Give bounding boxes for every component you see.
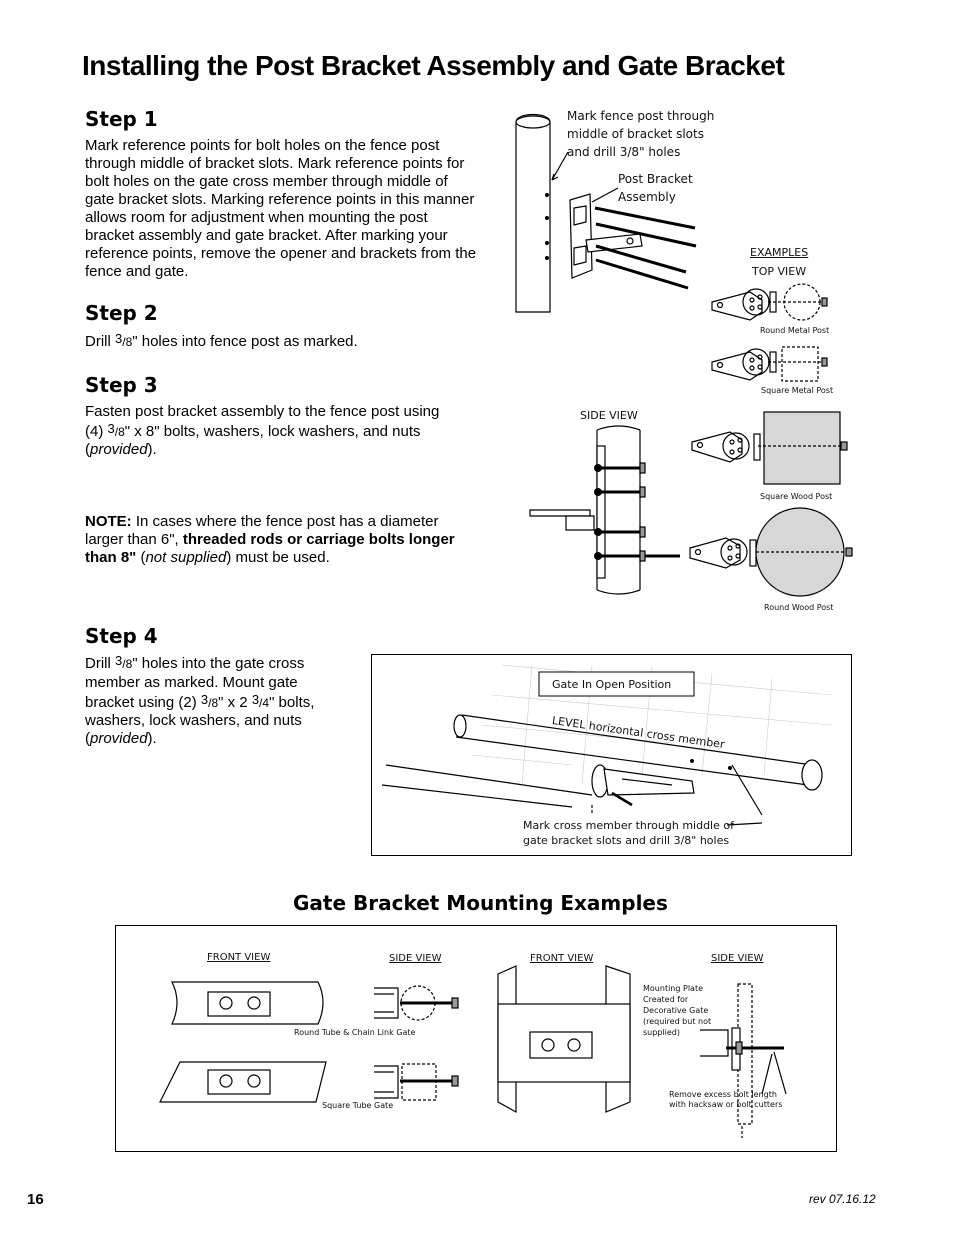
remove-bolt-label: Remove excess bolt length with hacksaw o… xyxy=(669,1090,783,1109)
examples-frame xyxy=(115,925,837,1152)
revision: rev 07.16.12 xyxy=(809,1192,876,1206)
step3-note: NOTE: In cases where the fence post has … xyxy=(85,513,455,566)
examples-label: EXAMPLES xyxy=(750,246,809,259)
side-view-label: SIDE VIEW xyxy=(580,409,638,422)
top-view-label: TOP VIEW xyxy=(752,265,807,278)
page-title: Installing the Post Bracket Assembly and… xyxy=(82,50,785,81)
post-mark-label: Mark fence post through middle of bracke… xyxy=(567,109,715,159)
step4-heading: Step 4 xyxy=(85,624,158,648)
side-view-label-2: SIDE VIEW xyxy=(711,953,764,964)
gate-open-label: Gate In Open Position xyxy=(552,678,672,691)
round-tube-label: Round Tube & Chain Link Gate xyxy=(294,1028,416,1037)
step3-line1: Fasten post bracket assembly to the fenc… xyxy=(85,403,440,420)
round-wood-label: Round Wood Post xyxy=(764,603,834,612)
round-metal-label: Round Metal Post xyxy=(760,326,830,335)
post-bracket-figure xyxy=(515,113,853,597)
step4-line3: bracket using (2) 3/8" x 2 3/4" bolts, xyxy=(85,692,315,711)
square-tube-label: Square Tube Gate xyxy=(322,1101,394,1110)
step3-heading: Step 3 xyxy=(85,373,158,397)
square-metal-label: Square Metal Post xyxy=(761,386,834,395)
step1-heading: Step 1 xyxy=(85,107,158,131)
step4-line5: (provided). xyxy=(85,730,157,747)
step4-line1: Drill 3/8" holes into the gate cross xyxy=(85,653,305,672)
examples-figure xyxy=(159,965,787,1138)
step2-body: Drill 3/8" holes into fence post as mark… xyxy=(85,331,358,350)
step4-line4: washers, lock washers, and nuts xyxy=(85,712,302,729)
front-view-label-2: FRONT VIEW xyxy=(530,953,594,964)
step3-line3: (provided). xyxy=(85,441,157,458)
front-view-label-1: FRONT VIEW xyxy=(207,952,271,963)
gate-mark-label: Mark cross member through middle of gate… xyxy=(523,819,734,847)
step3-line2: (4) 3/8" x 8" bolts, washers, lock washe… xyxy=(85,421,421,440)
mounting-plate-label: Mounting Plate Created for Decorative Ga… xyxy=(643,984,712,1037)
side-view-label-1: SIDE VIEW xyxy=(389,953,442,964)
gate-figure-frame xyxy=(371,654,852,856)
post-assembly-label: Post Bracket Assembly xyxy=(618,172,693,204)
step4-line2: member as marked. Mount gate xyxy=(85,674,298,691)
page-number: 16 xyxy=(27,1191,44,1208)
gate-figure xyxy=(381,664,833,826)
square-wood-label: Square Wood Post xyxy=(760,492,833,501)
step1-body: Mark reference points for bolt holes on … xyxy=(85,137,477,280)
examples-heading: Gate Bracket Mounting Examples xyxy=(293,891,668,915)
step2-heading: Step 2 xyxy=(85,301,158,325)
